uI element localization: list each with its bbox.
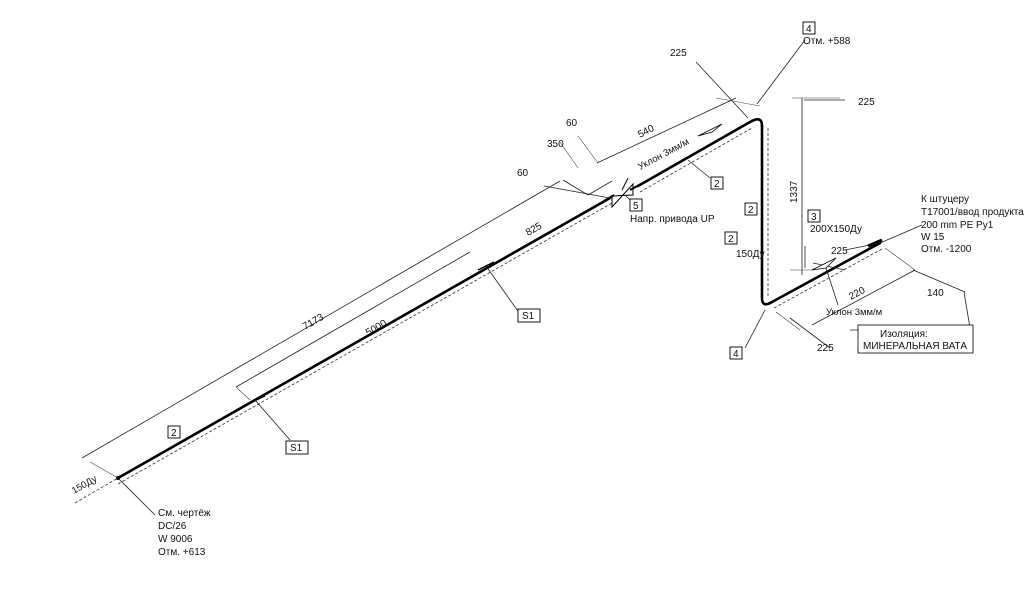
svg-text:200 mm PE Py1: 200 mm PE Py1 [921,220,994,231]
pipe-insulation-lower [773,248,883,309]
label-dn150-start: 150Ду [70,473,99,496]
pipe-insulation-upper [639,127,753,193]
pipe-upper-segment [636,117,764,188]
dim-7173: 7173 [301,312,326,333]
svg-text:Изоляция:: Изоляция: [880,329,928,340]
label-slope-bottom: Уклон 3мм/м [826,307,882,318]
svg-text:3: 3 [811,212,817,223]
incoming-pipe [74,477,119,504]
dimension-lines [81,61,966,479]
pipe-insulation-main [117,202,613,485]
svg-text:W 9006: W 9006 [158,534,193,545]
support-s1-lower [246,395,266,405]
dim-60-a: 60 [566,118,578,129]
label-elev-top: Отм. +588 [803,36,851,47]
dim-5000: 5000 [364,318,389,339]
dim-220: 220 [847,285,867,303]
svg-text:К штуцеру: К штуцеру [921,194,969,205]
svg-text:2: 2 [171,428,177,439]
slope-arrow-bottom [811,257,837,271]
label-valve-note: Напр. привода UP [630,214,715,225]
svg-text:5: 5 [633,201,639,212]
end-note: К штуцеру T17001/ввод продукта 200 mm PE… [921,194,1024,255]
dim-225-mid: 225 [831,246,848,257]
tag-2-150: 2 [724,231,738,245]
tag-2-top: 2 [710,176,724,190]
dim-350: 350 [547,139,564,150]
label-dn150-vertical: 150Ду [736,249,765,260]
svg-text:См. чертёж: См. чертёж [158,508,211,519]
dim-60-b: 60 [517,168,529,179]
dim-140: 140 [927,288,944,299]
leader-lines [117,39,973,516]
tag-s1-lower: S1 [285,440,309,455]
label-slope-top: Уклон 3мм/м [636,137,691,173]
tag-4-bottom: 4 [729,346,743,360]
pipe-run [74,117,883,504]
pipe-lower-segment [770,241,882,304]
tag-3: 3 [807,209,821,223]
svg-text:T17001/ввод продукта: T17001/ввод продукта [921,207,1024,218]
tag-2-left: 2 [167,425,181,439]
dim-1337: 1337 [789,180,800,203]
start-note: См. чертёж DC/26 W 9006 Отм. +613 [158,508,211,558]
svg-text:DC/26: DC/26 [158,521,187,532]
svg-text:W 15: W 15 [921,232,945,243]
label-reducer: 200X150Ду [810,224,862,235]
insulation-box [857,324,974,354]
insulation-note: Изоляция: МИНЕРАЛЬНАЯ ВАТА [857,324,974,354]
dim-225-bottom: 225 [817,343,834,354]
svg-text:S1: S1 [522,311,535,322]
svg-text:Отм. -1200: Отм. -1200 [921,244,972,255]
dim-225-top: 225 [670,48,687,59]
svg-text:2: 2 [728,234,734,245]
tag-s1-upper: S1 [517,308,541,323]
svg-text:2: 2 [748,205,754,216]
svg-text:Отм. +613: Отм. +613 [158,547,206,558]
tag-4-top: 4 [802,21,816,35]
svg-text:S1: S1 [290,443,303,454]
slope-arrow-top [697,123,723,137]
dim-225-right: 225 [858,97,875,108]
tag-5: 5 [629,198,643,212]
tag-2-vertical: 2 [744,202,758,216]
svg-text:4: 4 [733,349,739,360]
pipe-main-run [116,196,612,480]
svg-text:4: 4 [806,24,812,35]
pipe-vertical-drop [760,124,774,306]
dim-540: 540 [636,123,656,141]
svg-text:МИНЕРАЛЬНАЯ ВАТА: МИНЕРАЛЬНАЯ ВАТА [863,341,967,352]
svg-text:2: 2 [714,179,720,190]
